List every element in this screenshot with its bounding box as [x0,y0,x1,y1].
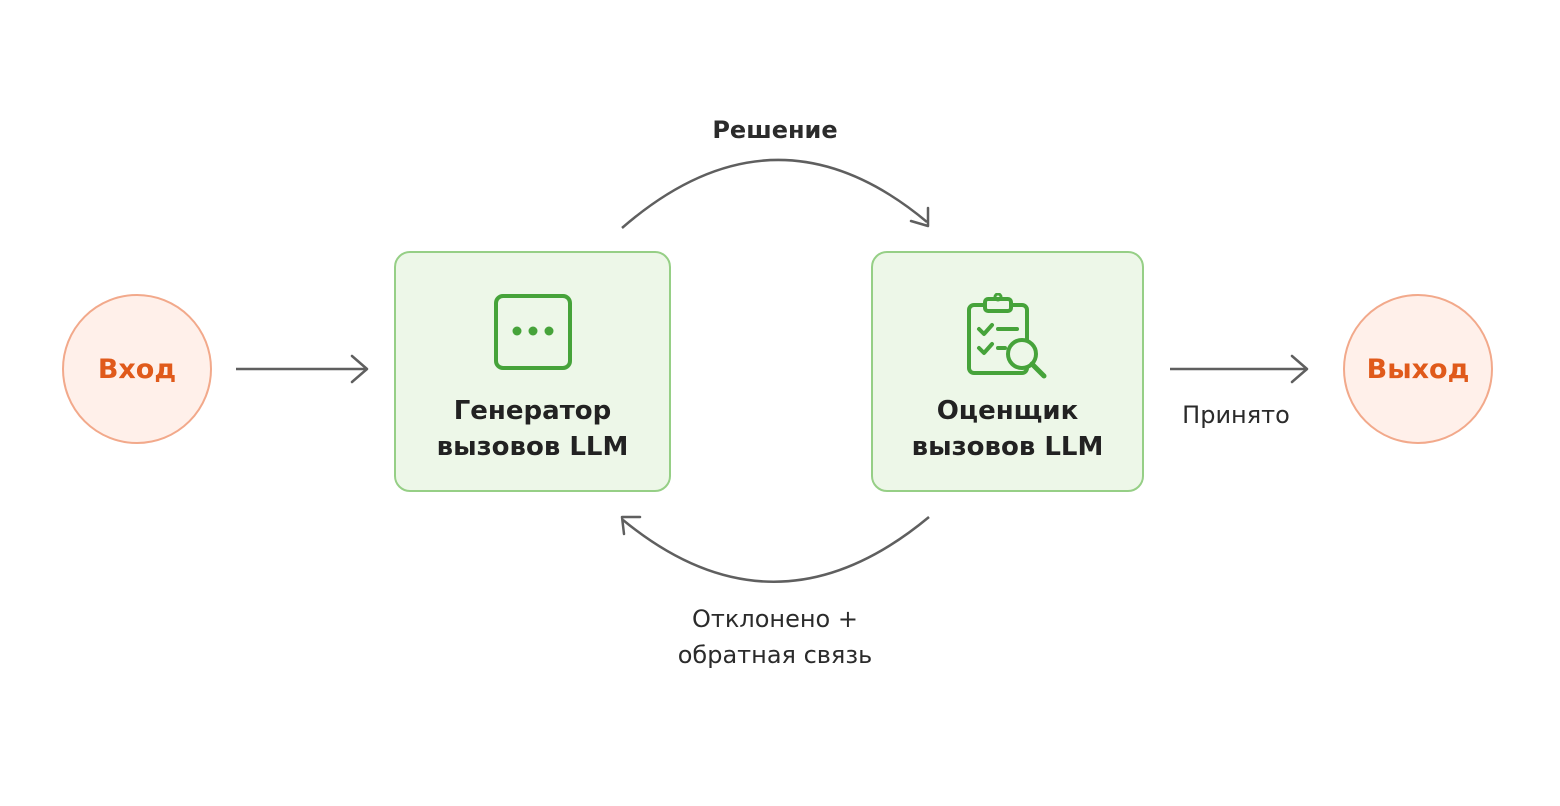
evaluator-label: Оценщик вызовов LLM [912,393,1104,465]
evaluator-node: Оценщик вызовов LLM [871,251,1144,492]
arrow-rejected-arc [620,515,930,583]
rejected-edge-label: Отклонено + обратная связь [625,601,925,673]
generator-label-line2: вызовов LLM [436,432,629,462]
generator-node: Генератор вызовов LLM [394,251,671,492]
output-node: Выход [1343,294,1493,444]
evaluator-label-line1: Оценщик [936,396,1079,426]
rejected-edge-label-line1: Отклонено + [692,605,858,633]
input-label: Вход [97,353,177,385]
evaluator-label-line2: вызовов LLM [911,432,1104,462]
output-label: Выход [1366,353,1470,385]
clipboard-search-icon [966,293,1046,379]
accepted-edge-label: Принято [1182,401,1290,429]
arrow-solution-arc [621,158,930,229]
arrow-input-to-generator [236,354,369,384]
generator-label: Генератор вызовов LLM [437,393,629,465]
generator-label-line1: Генератор [453,396,612,426]
solution-edge-label: Решение [712,116,838,144]
chat-bubble-dots-icon [493,294,572,370]
rejected-edge-label-line2: обратная связь [677,641,873,669]
input-node: Вход [62,294,212,444]
arrow-evaluator-to-output [1170,354,1309,384]
